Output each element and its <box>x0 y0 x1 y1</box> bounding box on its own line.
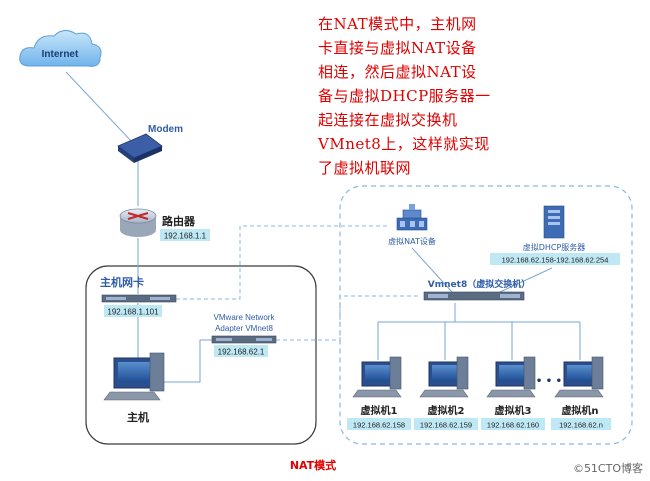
modem-icon <box>117 133 163 163</box>
host-region <box>85 265 317 445</box>
watermark: ©51CTO博客 <box>573 461 643 475</box>
dhcp-server-icon <box>543 205 565 239</box>
vm-1-ip: 192.168.62.158 <box>353 421 405 430</box>
dhcp-range-box <box>490 253 620 265</box>
vm-3-ip: 192.168.62.160 <box>487 421 539 430</box>
vmnet8-adapter-line2: Adapter VMnet8 <box>215 324 273 333</box>
internet-modem-link <box>65 71 134 144</box>
host-label: 主机 <box>127 410 149 424</box>
virtual-switch-icon <box>423 291 525 301</box>
note-line: 卡直接与虚拟NAT设备 <box>318 39 477 57</box>
modem-label: Modem <box>148 124 183 135</box>
host-nic-icon <box>101 294 177 303</box>
virtual-region <box>339 185 633 445</box>
vm-3-label: 虚拟机3 <box>495 404 532 417</box>
vm-1-label: 虚拟机1 <box>361 404 398 417</box>
host-nic-ip: 192.168.1.101 <box>107 308 159 317</box>
note-line: 备与虚拟DHCP服务器一 <box>318 87 491 105</box>
router-icon <box>119 208 157 237</box>
note-line: VMnet8上，这样就实现 <box>318 135 490 153</box>
router-ip: 192.168.1.1 <box>164 232 207 241</box>
vm-ellipsis: • • • <box>536 376 562 387</box>
vmnet8-adapter-line1: VMware Network <box>214 313 276 322</box>
explanation-note: 在NAT模式中，主机网 卡直接与虚拟NAT设备 相连，然后虚拟NAT设 备与虚拟… <box>318 12 518 180</box>
vm-2-ip: 192.168.62.159 <box>420 421 472 430</box>
note-line: 起连接在虚拟交换机 <box>318 111 458 129</box>
vm-n-icon <box>554 356 604 398</box>
note-line: 在NAT模式中，主机网 <box>318 15 477 33</box>
nat-device-label: 虚拟NAT设备 <box>388 236 436 246</box>
vmnet8-switch-dashed-link <box>276 295 420 341</box>
note-line: 了虚拟机联网 <box>318 159 412 177</box>
note-line: 相连，然后虚拟NAT设 <box>318 63 477 81</box>
vm-1-ip-box <box>347 418 411 430</box>
nat-switch-link <box>411 247 453 293</box>
dhcp-range: 192.168.62.158-192.168.62.254 <box>502 256 609 265</box>
dhcp-server-label: 虚拟DHCP服务器 <box>523 242 586 252</box>
vmnet8-adapter-ip-box <box>214 345 268 357</box>
vm-n-ip-box <box>551 418 611 430</box>
internet-cloud-icon <box>19 30 102 67</box>
vm-2-icon <box>419 356 469 398</box>
nic-nat-dashed-link <box>176 225 390 300</box>
vm-2-label: 虚拟机2 <box>428 404 465 417</box>
switch-label: Vmnet8（虚拟交换机） <box>428 278 530 290</box>
vm-3-icon <box>486 356 536 398</box>
nat-device-icon <box>396 204 428 231</box>
vmnet8-adapter-ip: 192.168.62.1 <box>218 348 265 357</box>
host-computer-icon <box>103 352 165 401</box>
vm-1-icon <box>352 356 402 398</box>
internet-label: Internet <box>42 49 79 60</box>
vm-3-ip-box <box>481 418 545 430</box>
vmnet8-adapter-icon <box>211 335 277 344</box>
host-nic-label: 主机网卡 <box>100 275 144 289</box>
vm-n-ip: 192.168.62.n <box>559 421 603 430</box>
dhcp-switch-link <box>499 267 553 293</box>
router-ip-box <box>160 229 210 241</box>
host-vmnet8-link <box>162 339 212 383</box>
vm-n-label: 虚拟机n <box>561 404 598 417</box>
host-nic-ip-box <box>104 305 162 317</box>
router-label: 路由器 <box>162 214 196 228</box>
mode-label: NAT模式 <box>290 458 336 472</box>
vm-2-ip-box <box>414 418 478 430</box>
